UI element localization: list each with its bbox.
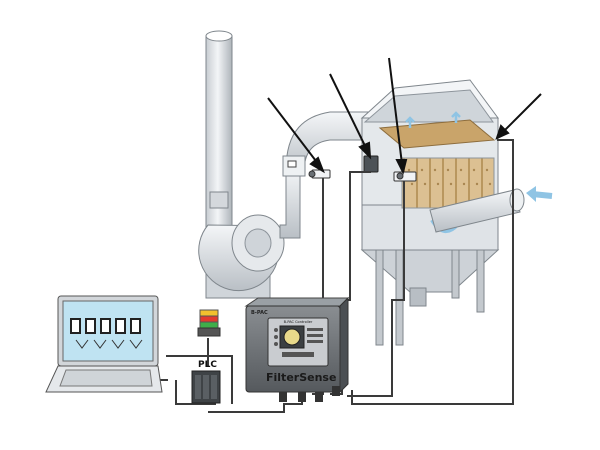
filtersense-controller: B-PAC Controller B-PAC FilterSense bbox=[244, 296, 350, 402]
plc-label: PLC bbox=[198, 360, 217, 370]
status-beacon-icon bbox=[197, 309, 221, 337]
blower-fan bbox=[198, 214, 285, 299]
sensor-icon bbox=[308, 169, 331, 179]
plc-unit: PLC bbox=[191, 360, 221, 404]
arrow-icon bbox=[495, 93, 542, 140]
exhaust-stack bbox=[205, 30, 233, 237]
outlet-duct bbox=[279, 111, 371, 239]
controller-brand: FilterSense bbox=[266, 371, 336, 384]
controller-title: B-PAC Controller bbox=[284, 320, 313, 324]
controller-model: B-PAC bbox=[251, 310, 268, 316]
sensor-icon bbox=[393, 171, 417, 182]
arrow-icon bbox=[267, 97, 325, 174]
arrow-icon bbox=[388, 57, 408, 175]
laptop-monitor bbox=[45, 295, 163, 393]
airflow-arrow-icon bbox=[526, 186, 553, 202]
arrow-icon bbox=[329, 73, 372, 160]
